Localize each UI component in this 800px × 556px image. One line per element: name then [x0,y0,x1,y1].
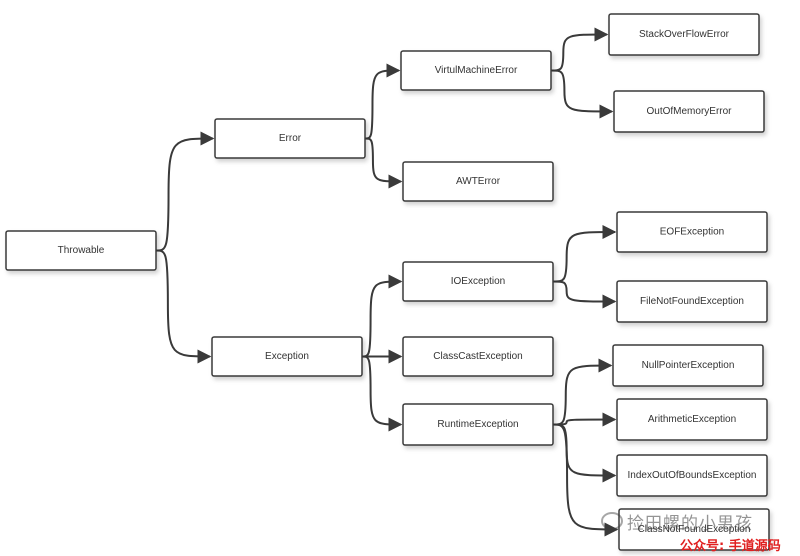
node-oome-label: OutOfMemoryError [646,106,732,117]
edge-throwable-to-exception [155,249,212,364]
node-eof-box [616,211,768,253]
node-ioe-box [402,261,554,302]
node-fnf: FileNotFoundException [616,280,768,323]
node-fnf-label: FileNotFoundException [640,296,744,307]
node-rte-label: RuntimeException [437,419,518,430]
node-cnfe-label: ClassNotFoundException [638,524,751,535]
node-ae: ArithmeticException [616,398,768,441]
edge-rte-to-cnfe [552,423,619,537]
node-throwable-box [5,230,157,271]
node-throwable-label: Throwable [58,245,105,256]
node-awt-box [402,161,554,202]
node-ioobe-box [616,454,768,497]
node-cce-label: ClassCastException [433,351,522,362]
node-ae-box [616,398,768,441]
node-fnf-box [616,280,768,323]
node-npe-box [612,344,764,387]
node-awt-label: AWTError [456,176,501,187]
node-vme-label: VirtulMachineError [435,65,518,76]
node-soe-box [608,13,760,56]
node-awt: AWTError [402,161,554,202]
edge-error-to-vme [364,63,401,140]
node-rte-box [402,403,554,446]
node-ioobe: IndexOutOfBoundsException [616,454,768,497]
node-exception-box [211,336,363,377]
edge-ioe-to-eof [552,225,617,283]
edge-exception-to-rte [361,355,403,432]
edge-throwable-to-error [155,131,215,252]
node-cce-box [402,336,554,377]
node-exception: Exception [211,336,363,377]
node-ioe: IOException [402,261,554,302]
node-ioobe-label: IndexOutOfBoundsException [628,470,757,481]
node-npe: NullPointerException [612,344,764,387]
node-throwable: Throwable [5,230,157,271]
node-error-box [214,118,366,159]
edge-rte-to-npe [552,358,613,426]
node-eof: EOFException [616,211,768,253]
node-ioe-label: IOException [451,276,505,287]
edge-ioe-to-fnf [552,280,617,309]
node-cnfe: ClassNotFoundException [618,508,770,551]
edge-rte-to-ioobe [552,423,617,483]
watermark-text: 捡田螺的小男孩 [627,514,753,534]
node-npe-label: NullPointerException [642,360,735,371]
edge-error-to-awt [364,137,403,189]
watermark-subtext: 公众号: 手道源码 [680,539,781,554]
node-exception-label: Exception [265,351,309,362]
watermark: 捡田螺的小男孩 [601,509,753,534]
node-ae-label: ArithmeticException [648,414,736,425]
edge-vme-to-oome [550,69,614,119]
edges-layer [155,27,619,537]
node-oome: OutOfMemoryError [613,90,765,133]
node-rte: RuntimeException [402,403,554,446]
edge-exception-to-ioe [361,274,403,358]
node-eof-label: EOFException [660,227,724,238]
node-soe: StackOverFlowError [608,13,760,56]
node-error: Error [214,118,366,159]
node-error-label: Error [279,133,302,144]
node-cce: ClassCastException [402,336,554,377]
edge-vme-to-soe [550,27,609,72]
node-vme: VirtulMachineError [400,50,552,91]
node-soe-label: StackOverFlowError [639,29,730,40]
node-oome-box [613,90,765,133]
wechat-icon [601,512,623,530]
node-vme-box [400,50,552,91]
node-cnfe-box [618,508,770,551]
